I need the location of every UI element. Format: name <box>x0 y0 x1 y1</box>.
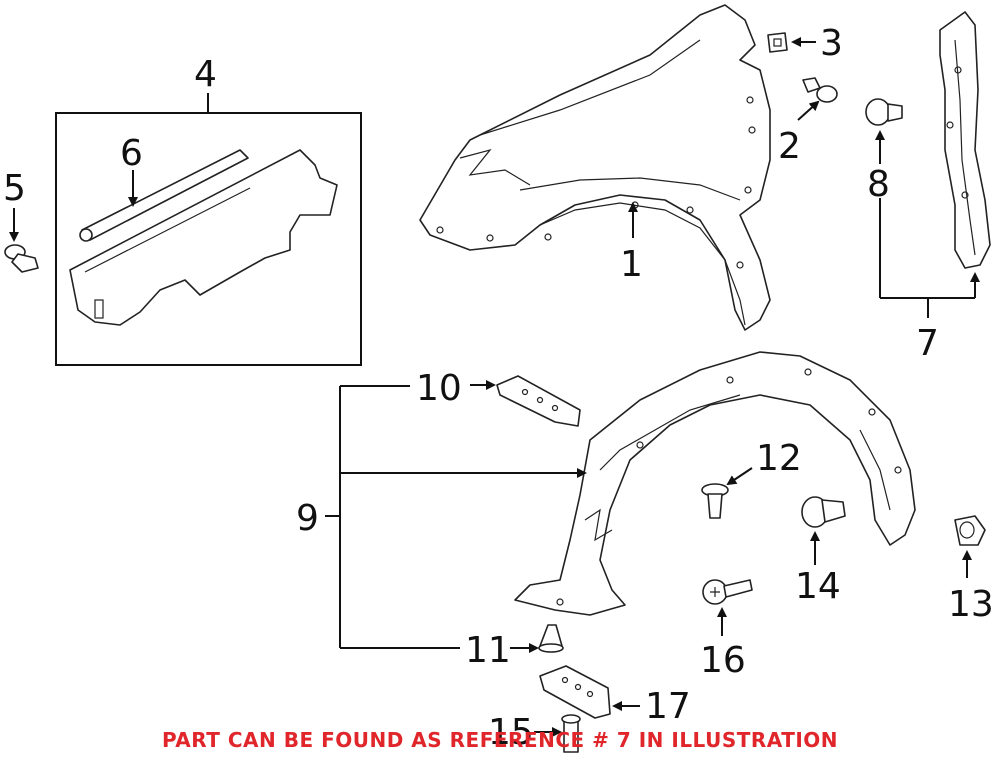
reference-caption: PART CAN BE FOUND AS REFERENCE # 7 IN IL… <box>161 728 839 752</box>
bolt-part-15 <box>561 714 581 753</box>
clip-part-3 <box>767 32 788 53</box>
liner-part-9 <box>514 351 916 616</box>
callout-3: 3 <box>820 23 843 64</box>
callout-7: 7 <box>916 323 939 364</box>
seal-part-6 <box>79 149 249 242</box>
callout-12: 12 <box>756 438 802 479</box>
screw-part-16 <box>702 579 753 605</box>
callout-5: 5 <box>3 168 26 209</box>
clip-part-5 <box>4 244 39 273</box>
callout-4: 4 <box>194 54 217 95</box>
nut-part-14 <box>801 496 846 528</box>
callout-1: 1 <box>620 244 643 285</box>
callout-17: 17 <box>645 686 691 727</box>
bolt-part-2 <box>802 77 838 103</box>
callout-16: 16 <box>700 640 746 681</box>
callout-14: 14 <box>795 566 841 607</box>
bracket-part-17 <box>539 665 611 719</box>
callout-8: 8 <box>867 164 890 205</box>
clip-part-12 <box>701 483 729 519</box>
bracket-part-10 <box>496 375 581 427</box>
callout-9: 9 <box>296 498 319 539</box>
grommet-part-13 <box>954 515 986 546</box>
callout-11: 11 <box>465 630 511 671</box>
clip-part-11 <box>538 624 564 653</box>
callout-6: 6 <box>120 133 143 174</box>
callout-13: 13 <box>948 584 994 625</box>
grommet-part-8 <box>865 98 903 126</box>
callout-10: 10 <box>416 368 462 409</box>
leader-lines <box>9 37 980 737</box>
seal-panel-part-4 <box>69 149 338 326</box>
callout-2: 2 <box>778 126 801 167</box>
bracket-part-7 <box>939 11 991 269</box>
callout-15: 15 <box>488 712 534 753</box>
fender-part <box>419 4 771 331</box>
